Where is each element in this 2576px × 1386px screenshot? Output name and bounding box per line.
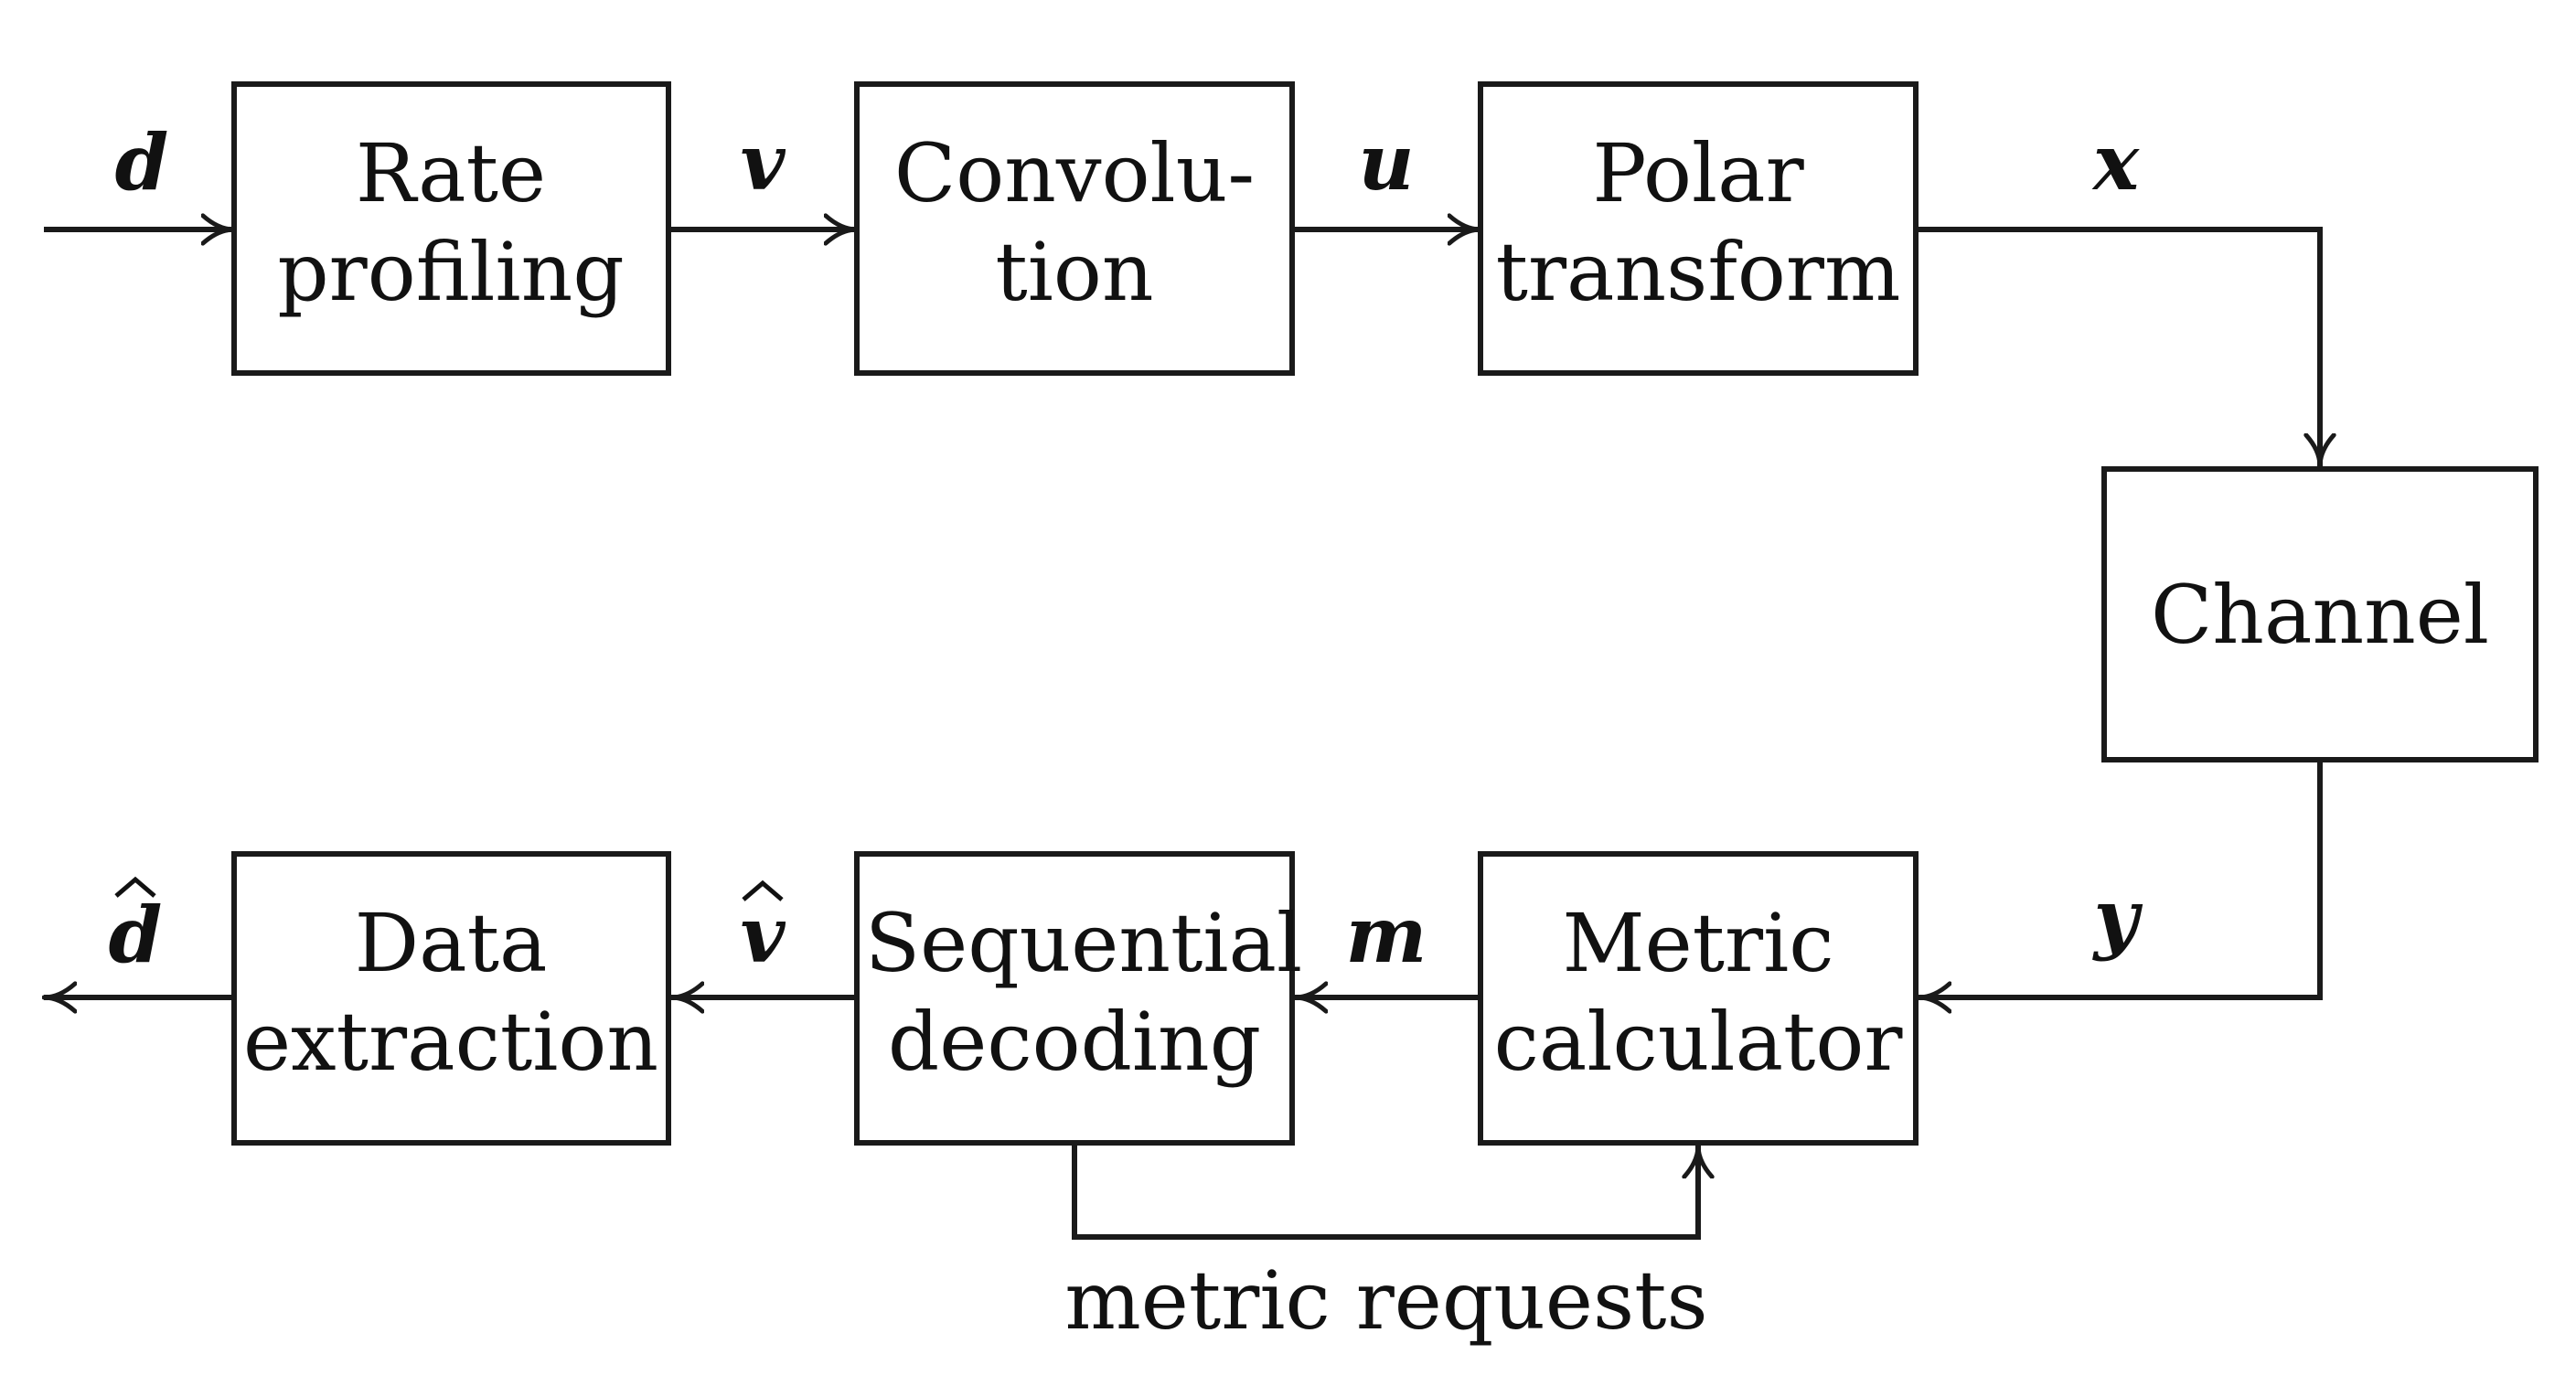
signal-v-hat-label: v <box>741 890 786 980</box>
convolution-label-line1: Convolu- <box>894 126 1255 220</box>
y-from-channel-arrow <box>1919 760 2323 997</box>
metric-calculator-label-line2: calculator <box>1494 995 1904 1089</box>
signal-y-label: y <box>2092 872 2143 963</box>
signal-d-hat-label: d <box>109 890 163 980</box>
sequential-decoding-label-line1: Sequential <box>865 896 1302 990</box>
metric-requests-label: metric requests <box>1064 1253 1707 1348</box>
v-hat-accent <box>742 880 784 901</box>
d-hat-accent <box>114 876 156 898</box>
signal-d-hat: d <box>109 876 163 980</box>
signal-m-label: m <box>1346 890 1427 980</box>
signal-v-hat: v <box>741 880 786 980</box>
metric-requests-arrow <box>1072 1143 1698 1240</box>
polar-transform-label-line1: Polar <box>1592 126 1804 220</box>
channel-block: Channel <box>2101 466 2539 762</box>
rate-profiling-label-line1: Rate <box>356 126 546 220</box>
signal-u-label: u <box>1358 117 1414 208</box>
signal-x-label: x <box>2091 117 2140 208</box>
sequential-decoding-block: Sequential decoding <box>854 851 1302 1146</box>
data-extraction-block: Data extraction <box>231 851 671 1146</box>
convolution-label-line2: tion <box>995 225 1153 319</box>
metric-calculator-label-line1: Metric <box>1562 896 1833 990</box>
signal-v-label: v <box>741 117 786 208</box>
signal-d-label: d <box>115 117 169 208</box>
rate-profiling-label-line2: profiling <box>277 225 624 319</box>
metric-calculator-block: Metric calculator <box>1478 851 1919 1146</box>
rate-profiling-block: Rate profiling <box>231 81 671 376</box>
convolution-block: Convolu- tion <box>854 81 1295 376</box>
sequential-decoding-label-line2: decoding <box>888 995 1261 1089</box>
channel-label: Channel <box>2151 568 2489 662</box>
x-to-channel-arrow <box>1916 227 2320 466</box>
polar-transform-label-line2: transform <box>1496 225 1901 319</box>
polar-transform-block: Polar transform <box>1478 81 1919 376</box>
data-extraction-label-line2: extraction <box>243 995 658 1089</box>
data-extraction-label-line1: Data <box>355 896 548 990</box>
